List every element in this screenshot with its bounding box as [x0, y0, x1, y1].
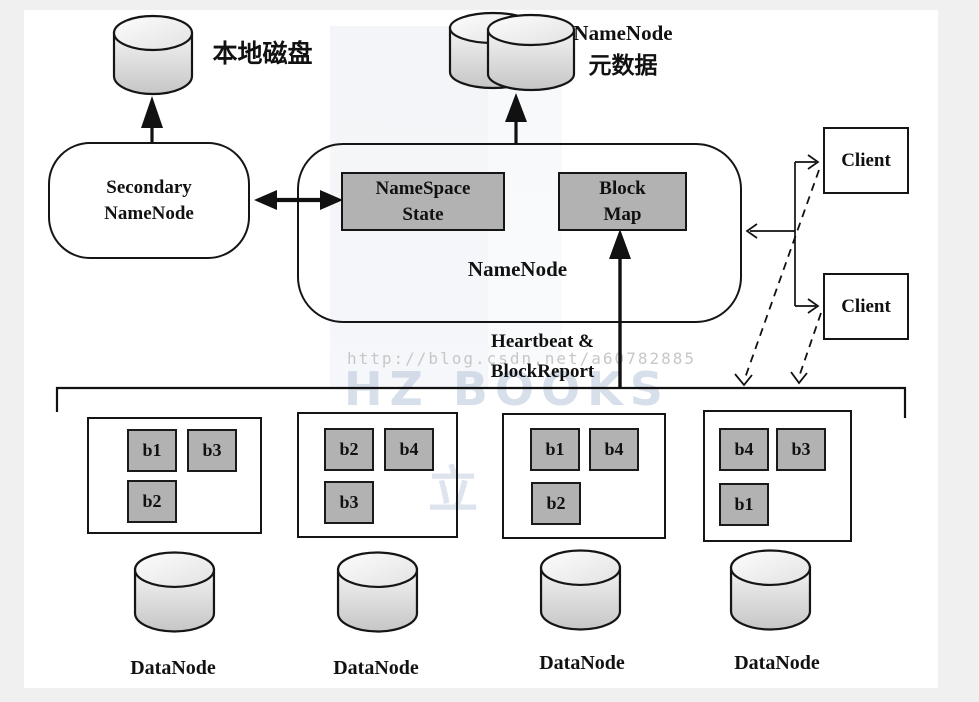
client-box-2: Client [823, 273, 909, 340]
publisher-logo-fragment: 立 [428, 461, 478, 519]
datanode-disk-icon-3 [538, 546, 623, 634]
namenode-label: NameNode [467, 257, 568, 281]
metadata-disks-icon [448, 11, 578, 99]
block-chip: b2 [324, 428, 374, 471]
datanode-disk-icon-4 [728, 546, 813, 634]
secondary-namenode-box: Secondary NameNode [48, 142, 250, 259]
block-chip: b4 [589, 428, 639, 471]
block-chip: b4 [384, 428, 434, 471]
metadata-disk-label-line2: 元数据 [588, 52, 658, 78]
secondary-namenode-label-line1: Secondary [106, 177, 192, 199]
datanode-box-3: b1 b4 b2 [502, 413, 666, 539]
heartbeat-label-line1: Heartbeat & [491, 331, 594, 352]
namespace-state-label-line2: State [402, 203, 444, 225]
local-disk-label: 本地磁盘 [212, 41, 313, 68]
heartbeat-label-line2: BlockReport [490, 361, 595, 383]
metadata-disk-label: NameNode 元数据 [558, 20, 688, 81]
datanode-box-1: b1 b3 b2 [87, 417, 262, 534]
namespace-state-label-line1: NameSpace [375, 178, 471, 200]
block-chip: b4 [719, 428, 769, 471]
datanode-box-4: b4 b3 b1 [703, 410, 852, 542]
local-disk-icon [111, 12, 195, 98]
block-chip: b2 [531, 482, 581, 525]
heartbeat-label: Heartbeat & BlockReport [455, 329, 630, 384]
datanode-disk-icon-1 [132, 548, 217, 636]
block-map-box: Block Map [558, 172, 687, 231]
block-chip: b3 [324, 481, 374, 524]
block-map-label-line2: Map [603, 203, 642, 225]
block-chip: b2 [127, 480, 177, 523]
block-chip: b3 [187, 429, 237, 472]
datanode-box-2: b2 b4 b3 [297, 412, 458, 538]
secondary-namenode-label-line2: NameNode [104, 202, 194, 224]
blog-url-watermark: http://blog.csdn.net/a60782885 [347, 349, 696, 368]
namenode-box [297, 143, 742, 323]
metadata-disk-label-line1: NameNode [573, 21, 673, 45]
client-box-1: Client [823, 127, 909, 194]
block-chip: b3 [776, 428, 826, 471]
block-chip: b1 [719, 483, 769, 526]
block-map-label-line1: Block [599, 178, 646, 200]
client-label-1: Client [841, 149, 891, 171]
client-label-2: Client [841, 295, 891, 317]
block-chip: b1 [127, 429, 177, 472]
datanode-label-1: DataNode [130, 657, 216, 679]
datanode-label-2: DataNode [333, 657, 419, 679]
namespace-state-box: NameSpace State [341, 172, 505, 231]
datanode-label-4: DataNode [734, 652, 820, 674]
datanode-label-3: DataNode [539, 652, 625, 674]
datanode-disk-icon-2 [335, 548, 420, 636]
block-chip: b1 [530, 428, 580, 471]
